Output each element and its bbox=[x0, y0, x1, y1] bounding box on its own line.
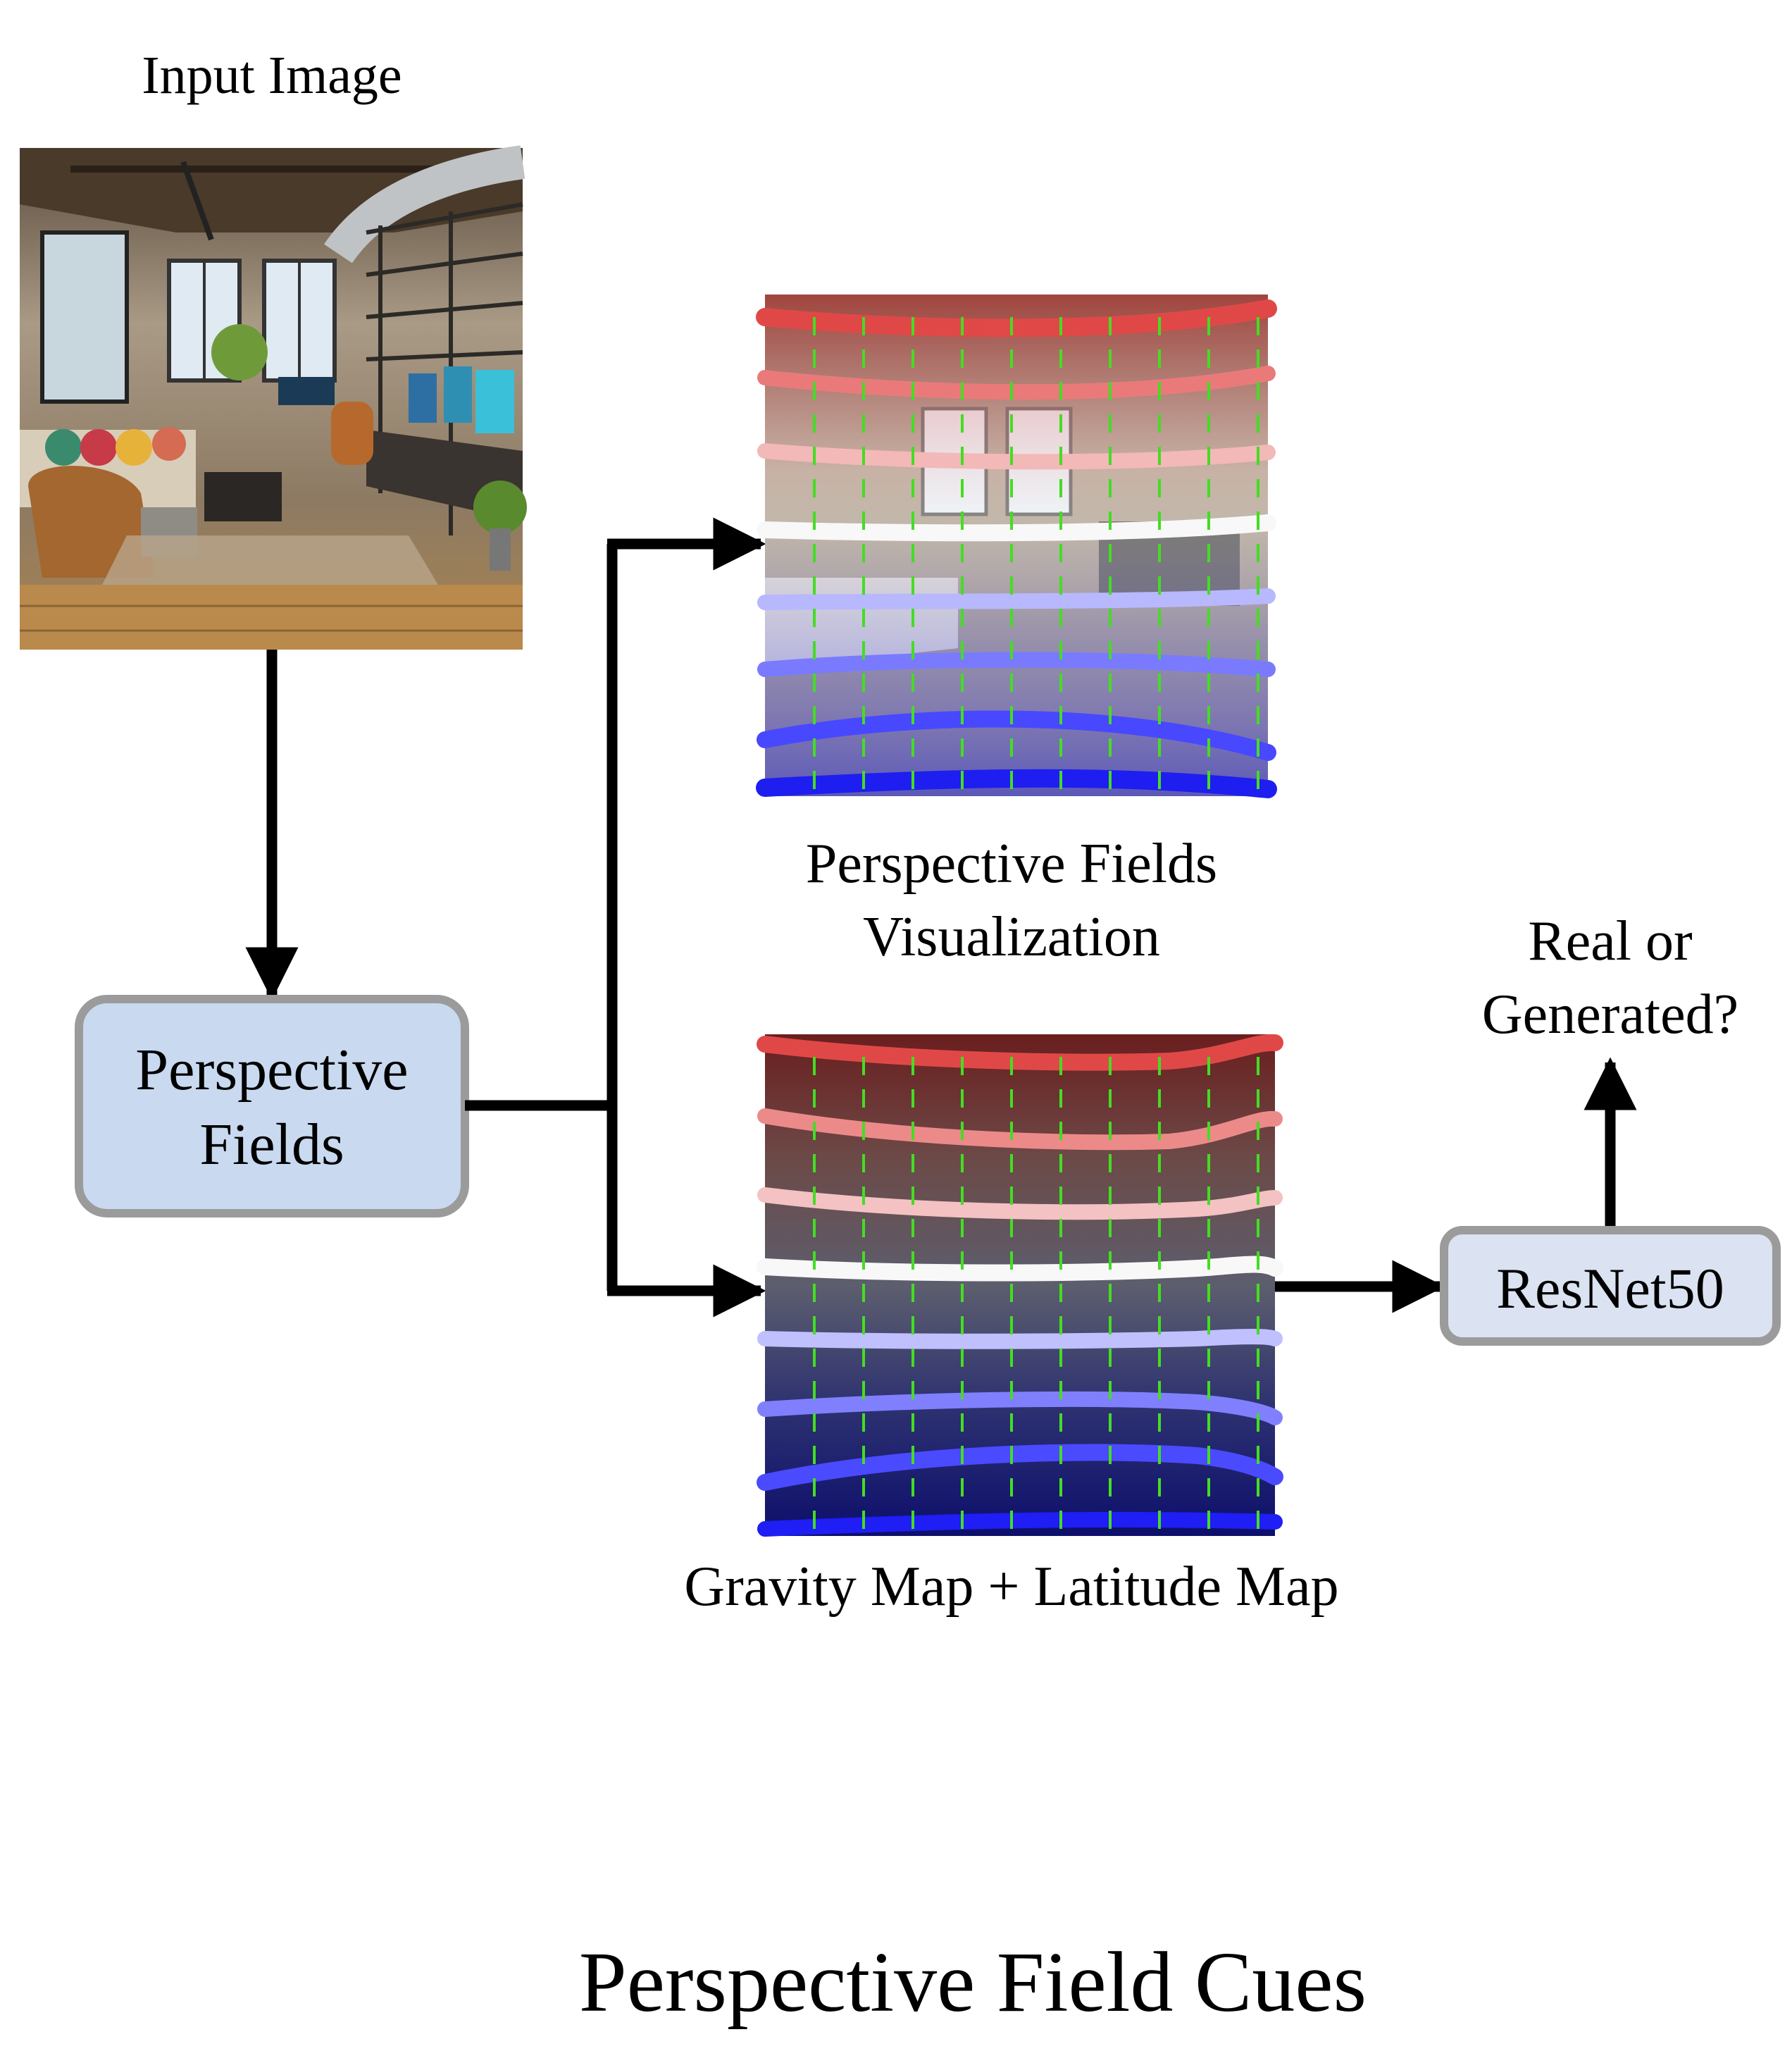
perspective-fields-visualization-image bbox=[756, 295, 1277, 798]
input-image-label: Input Image bbox=[142, 46, 402, 105]
input-image bbox=[20, 145, 527, 650]
gravity-latitude-label: Gravity Map + Latitude Map bbox=[684, 1556, 1338, 1618]
loft-office-interior-photo-icon bbox=[20, 145, 527, 650]
visualization-label-line1: Perspective Fields bbox=[806, 833, 1217, 895]
perspective-fields-box: Perspective Fields bbox=[75, 995, 469, 1217]
perspective-fields-line2: Fields bbox=[199, 1112, 344, 1177]
figure-title: Perspective Field Cues bbox=[579, 1935, 1367, 2030]
visualization-label-line2: Visualization bbox=[863, 906, 1160, 968]
gravity-latitude-map-icon bbox=[757, 1034, 1283, 1537]
output-label-line2: Generated? bbox=[1482, 984, 1738, 1046]
branch-connector bbox=[465, 517, 766, 1318]
resnet50-box: ResNet50 bbox=[1440, 1226, 1781, 1346]
gravity-latitude-map-image bbox=[757, 1034, 1283, 1537]
output-label-line1: Real or bbox=[1528, 910, 1692, 972]
perspective-field-overlay-icon bbox=[756, 295, 1277, 798]
perspective-fields-line1: Perspective bbox=[135, 1037, 408, 1103]
resnet50-label: ResNet50 bbox=[1496, 1256, 1724, 1320]
